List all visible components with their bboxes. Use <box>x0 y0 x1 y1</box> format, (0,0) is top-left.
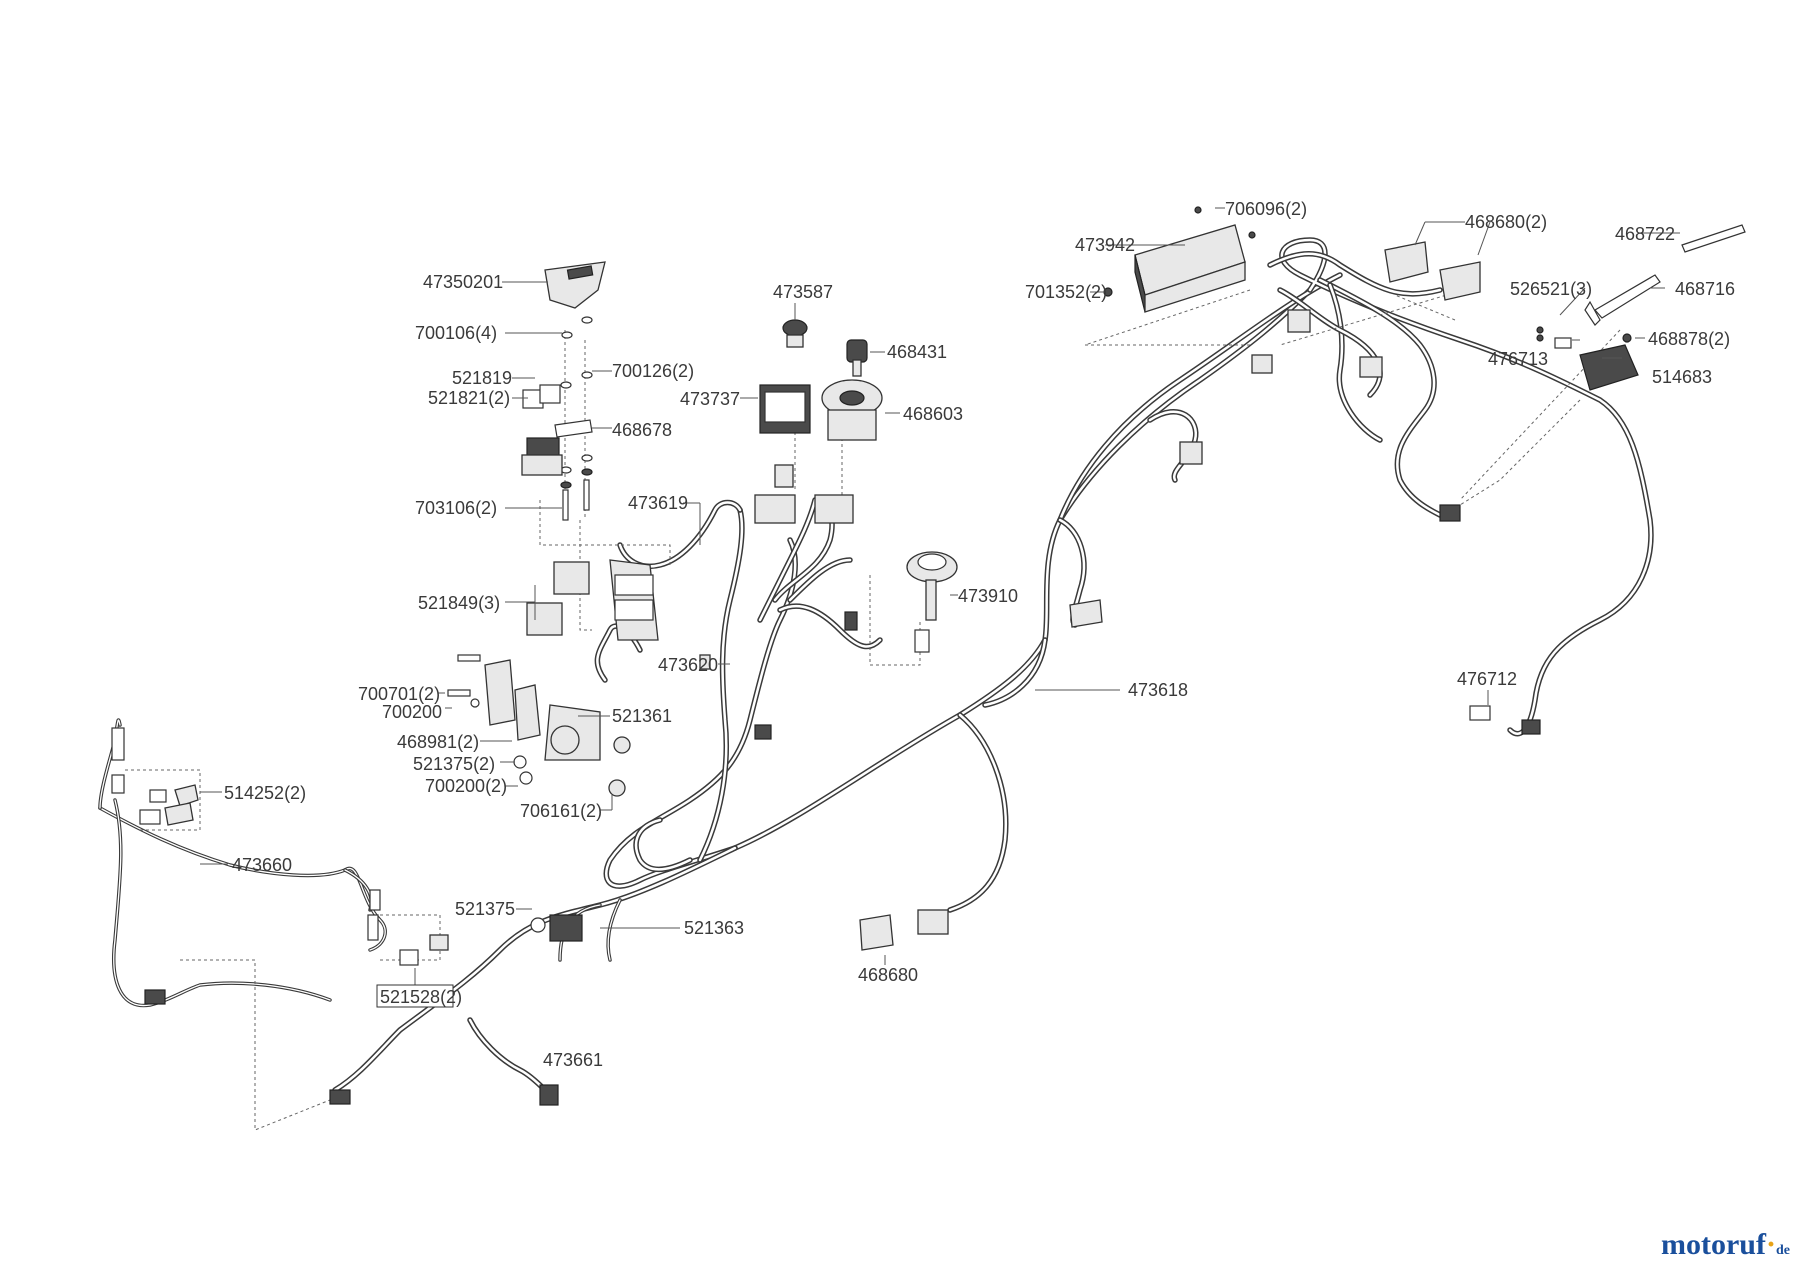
part-521361-solenoid <box>484 659 631 797</box>
label-468431: 468431 <box>887 342 947 362</box>
part-468603-ignition <box>821 379 883 441</box>
part-473619-relay-holder <box>609 559 659 641</box>
label-473910: 473910 <box>958 586 1018 606</box>
label-473619: 473619 <box>628 493 688 513</box>
leader-lines <box>200 207 1680 985</box>
part-468680-switch-lower <box>859 909 949 951</box>
connectors-center <box>699 464 858 740</box>
label-701352: 701352(2) <box>1025 282 1107 302</box>
watermark-main: motoruf <box>1661 1228 1766 1261</box>
part-468678-bracket <box>554 419 593 438</box>
connectors-left <box>111 727 559 1106</box>
part-473942-control-module <box>1103 206 1256 313</box>
label-521361: 521361 <box>612 706 672 726</box>
part-468722-468716-brackets <box>1584 224 1746 326</box>
label-521528: 521528(2) <box>380 987 462 1007</box>
label-468722: 468722 <box>1615 224 1675 244</box>
label-468981: 468981(2) <box>397 732 479 752</box>
watermark-logo: motoruf·de <box>1661 1228 1790 1262</box>
label-473660: 473660 <box>232 855 292 875</box>
connectors-right <box>1069 309 1541 735</box>
label-706161: 706161(2) <box>520 801 602 821</box>
label-703106: 703106(2) <box>415 498 497 518</box>
part-473587-switch-knob <box>782 319 808 348</box>
label-526521: 526521(3) <box>1510 279 1592 299</box>
part-47350201-cover <box>544 261 606 309</box>
bolts-left-cluster <box>447 654 533 785</box>
label-514683: 514683 <box>1652 367 1712 387</box>
part-468431-key <box>846 339 868 377</box>
part-473737-switch-body <box>759 384 811 434</box>
part-473910-horn <box>906 551 958 653</box>
label-521375: 521375 <box>455 899 515 919</box>
part-468680-switches-upper <box>1384 241 1481 301</box>
part-521528-bulbs <box>399 934 449 966</box>
lower-harness-473661 <box>332 845 738 1093</box>
part-521375-nut <box>530 914 583 942</box>
label-476712: 476712 <box>1457 669 1517 689</box>
label-468678: 468678 <box>612 420 672 440</box>
main-harness-473618 <box>732 237 1654 913</box>
label-706096: 706096(2) <box>1225 199 1307 219</box>
part-514683-regulator <box>1536 326 1639 391</box>
label-473620: 473620 <box>658 655 718 675</box>
label-521821: 521821(2) <box>428 388 510 408</box>
label-468878: 468878(2) <box>1648 329 1730 349</box>
label-700200: 700200 <box>382 702 442 722</box>
label-468716: 468716 <box>1675 279 1735 299</box>
label-468680-upper: 468680(2) <box>1465 212 1547 232</box>
label-473587: 473587 <box>773 282 833 302</box>
watermark-dot: · <box>1765 1228 1776 1261</box>
part-521849-relays <box>526 561 590 636</box>
part-521819-terminal-block <box>521 384 563 476</box>
label-521528-box <box>376 984 454 1008</box>
washers-stack <box>560 316 593 521</box>
part-514252-bulbs <box>139 784 199 826</box>
label-47350201: 47350201 <box>423 272 503 292</box>
label-521363: 521363 <box>684 918 744 938</box>
label-521375-2: 521375(2) <box>413 754 495 774</box>
label-473737: 473737 <box>680 389 740 409</box>
label-473661: 473661 <box>543 1050 603 1070</box>
central-bundle-473620 <box>594 497 883 889</box>
part-labels: 47350201 700106(4) 700126(2) 521819 5218… <box>224 199 1735 1070</box>
label-514252: 514252(2) <box>224 783 306 803</box>
label-700106: 700106(4) <box>415 323 497 343</box>
label-468680-lower: 468680 <box>858 965 918 985</box>
label-521819: 521819 <box>452 368 512 388</box>
label-473942: 473942 <box>1075 235 1135 255</box>
label-700200-2: 700200(2) <box>425 776 507 796</box>
label-521849: 521849(3) <box>418 593 500 613</box>
watermark-tld: de <box>1776 1243 1790 1258</box>
label-476713: 476713 <box>1488 349 1548 369</box>
label-468603: 468603 <box>903 404 963 424</box>
left-harness-473660 <box>98 718 387 1008</box>
label-700126: 700126(2) <box>612 361 694 381</box>
label-700701: 700701(2) <box>358 684 440 704</box>
label-473618: 473618 <box>1128 680 1188 700</box>
